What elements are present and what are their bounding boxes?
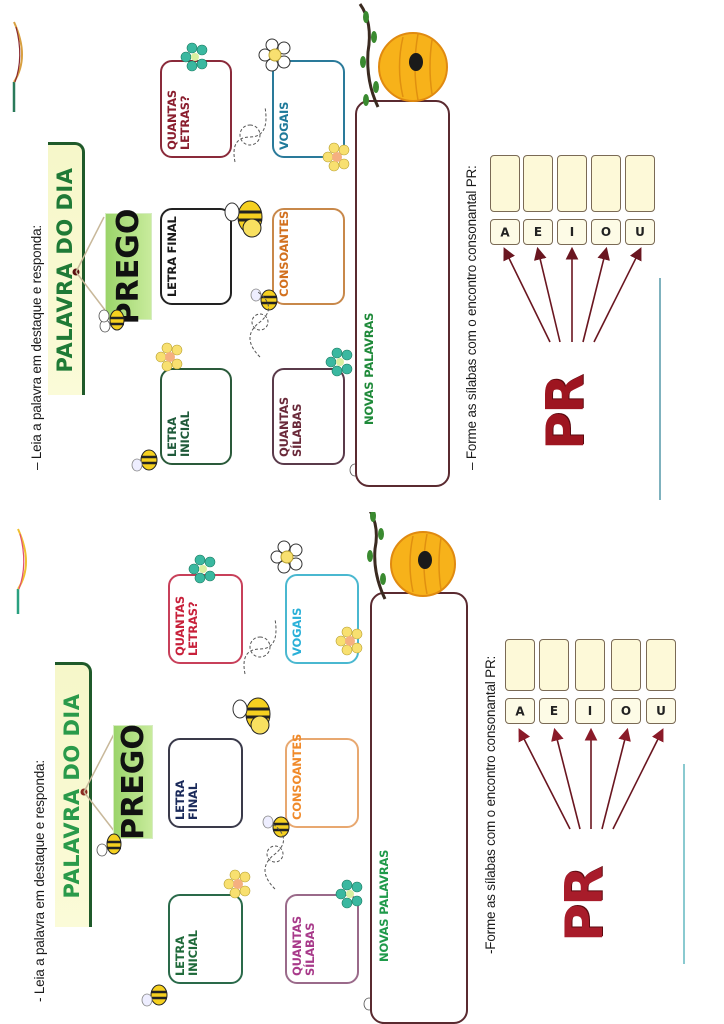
vowel-tile-e: E xyxy=(539,698,569,724)
instruction-form-syllables: -Forme as sílabas com o encontro consona… xyxy=(483,655,498,954)
novas-palavras-box[interactable]: NOVAS PALAVRAS xyxy=(355,100,450,487)
quantas-letras-label: QUANTAS LETRAS? xyxy=(165,89,192,150)
syllable-answer-box[interactable] xyxy=(523,155,553,212)
letra-inicial-box[interactable]: LETRA INICIAL xyxy=(160,368,232,465)
consoantes-box[interactable]: CONSOANTES xyxy=(285,734,359,828)
hanging-string-icon xyxy=(72,216,109,315)
syllable-answer-box[interactable] xyxy=(505,639,535,691)
bee-icon xyxy=(131,449,158,472)
answer-line xyxy=(683,764,685,964)
flower-icon xyxy=(258,38,291,72)
flower-icon xyxy=(335,626,363,656)
bee-icon xyxy=(141,984,168,1007)
margin-decoration-icon xyxy=(16,528,27,614)
arrows-group xyxy=(518,727,664,830)
syllable-answer-box[interactable] xyxy=(490,155,520,212)
bee-icon xyxy=(232,697,271,735)
instruction-read-word: - Leia a palavra em destaque e responda: xyxy=(32,760,47,1002)
arrow-u xyxy=(612,728,664,830)
beehive-icon xyxy=(358,3,448,108)
arrow-u xyxy=(593,247,642,343)
worksheet-copy-top: – Leia a palavra em destaque e responda:… xyxy=(12,3,661,500)
syllable-answer-box[interactable] xyxy=(575,639,605,691)
flower-icon xyxy=(325,347,353,377)
flower-icon xyxy=(322,142,350,172)
worksheet-sheet: - Leia a palavra em destaque e responda:… xyxy=(0,512,724,1024)
arrows-group xyxy=(503,246,642,343)
bee-icon xyxy=(98,309,125,333)
quantas-silabas-label: QUANTAS SÍLABAS xyxy=(277,396,304,457)
arrow-e xyxy=(551,727,581,830)
arrow-e xyxy=(534,246,561,343)
syllable-answer-box[interactable] xyxy=(539,639,569,691)
vowel-tile-u: U xyxy=(646,698,676,724)
flower-icon xyxy=(223,869,251,899)
arrow-o xyxy=(582,246,610,343)
vogais-label: VOGAIS xyxy=(277,101,291,150)
arrow-a xyxy=(503,247,551,343)
arrow-a xyxy=(518,728,571,830)
novas-palavras-label: NOVAS PALAVRAS xyxy=(362,312,376,425)
flower-icon xyxy=(188,554,216,584)
instruction-read-word: – Leia a palavra em destaque e responda: xyxy=(29,225,44,470)
arrow-o xyxy=(601,727,631,830)
vogais-label: VOGAIS xyxy=(290,607,304,656)
letra-inicial-box[interactable]: LETRA INICIAL xyxy=(168,894,243,984)
flight-path-icon xyxy=(249,291,269,358)
letra-final-box[interactable]: LETRA FINAL xyxy=(168,738,243,828)
quantas-silabas-box[interactable]: QUANTAS SÍLABAS xyxy=(272,368,345,465)
quantas-silabas-label: QUANTAS SÍLABAS xyxy=(290,915,317,976)
letra-inicial-label: LETRA INICIAL xyxy=(173,930,200,976)
syllable-answer-box[interactable] xyxy=(625,155,655,212)
flower-icon xyxy=(335,879,363,909)
flower-icon xyxy=(155,342,183,372)
quantas-letras-label: QUANTAS LETRAS? xyxy=(173,595,200,656)
bee-icon xyxy=(96,833,122,857)
letra-inicial-label: LETRA INICIAL xyxy=(165,411,192,457)
novas-palavras-label: NOVAS PALAVRAS xyxy=(377,849,391,962)
flight-path-icon xyxy=(233,106,267,163)
novas-palavras-box[interactable]: NOVAS PALAVRAS xyxy=(370,592,468,1024)
bee-icon xyxy=(224,200,263,238)
letra-final-label: LETRA FINAL xyxy=(173,780,200,820)
vowel-tile-o: O xyxy=(611,698,641,724)
hanging-string-icon xyxy=(80,733,119,837)
quantas-letras-box[interactable]: QUANTAS LETRAS? xyxy=(168,574,243,664)
syllable-answer-box[interactable] xyxy=(646,639,676,691)
instruction-form-syllables: – Forme as sílabas com o encontro conson… xyxy=(464,165,479,470)
flower-icon xyxy=(180,42,208,72)
syllable-answer-box[interactable] xyxy=(557,155,587,212)
vowel-tile-i: I xyxy=(575,698,605,724)
syllable-answer-box[interactable] xyxy=(591,155,621,212)
flower-icon xyxy=(270,540,303,574)
consoantes-label: CONSOANTES xyxy=(290,733,304,820)
consonant-cluster: PR xyxy=(536,375,596,450)
margin-decoration-icon xyxy=(12,21,23,112)
flight-path-icon xyxy=(264,823,284,890)
word-of-day-box: PREGO xyxy=(113,724,153,840)
consonant-cluster: PR xyxy=(555,867,615,942)
bee-icon xyxy=(262,815,290,838)
flight-path-icon xyxy=(243,618,277,675)
worksheet-sheet: – Leia a palavra em destaque e responda:… xyxy=(12,3,661,500)
quantas-letras-box[interactable]: QUANTAS LETRAS? xyxy=(160,60,232,158)
letra-final-label: LETRA FINAL xyxy=(165,216,179,297)
answer-line xyxy=(659,278,661,500)
vowel-tile-a: A xyxy=(505,698,535,724)
syllable-answer-box[interactable] xyxy=(611,639,641,691)
worksheet-copy-bottom: - Leia a palavra em destaque e responda:… xyxy=(0,512,724,1024)
beehive-icon xyxy=(365,512,456,600)
word-of-day: PREGO xyxy=(115,724,151,840)
